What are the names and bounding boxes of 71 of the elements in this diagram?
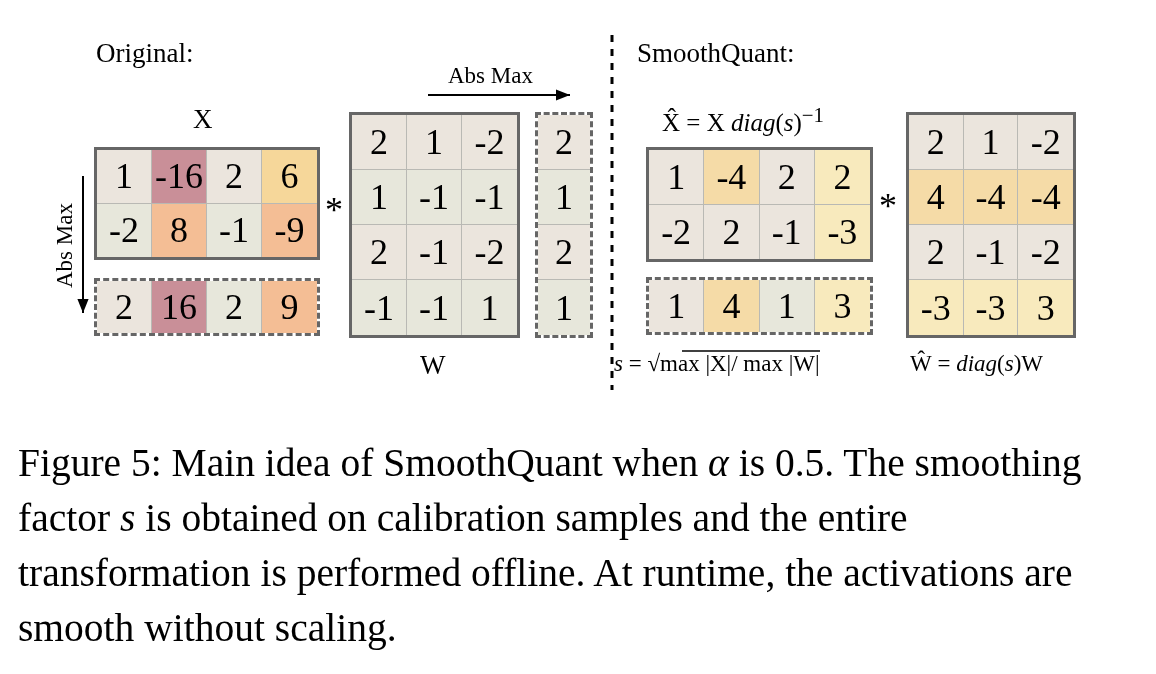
matrix-cell: 2 xyxy=(814,150,870,205)
matrix-cell: -4 xyxy=(1018,170,1073,225)
axis-label: Abs Max xyxy=(448,64,533,87)
matrix-cell: -2 xyxy=(1018,115,1073,170)
matrix-cell: 2 xyxy=(909,225,964,280)
matrix-cell: -3 xyxy=(814,204,870,259)
matrix-cell: 2 xyxy=(97,281,152,333)
matrix-cell: -4 xyxy=(704,150,760,205)
weight-matrix xyxy=(349,112,520,338)
matrix-cell: 2 xyxy=(538,225,590,280)
axis-label: Abs Max xyxy=(53,202,76,288)
scale-vector xyxy=(646,277,873,335)
matrix-cell: 1 xyxy=(538,170,590,225)
formula: X̂ = X diag(s)$^{−1}$ xyxy=(662,105,824,136)
matrix-label: W xyxy=(420,352,446,379)
formula: s = √max |X|/ max |W| xyxy=(614,352,820,375)
matrix-cell: -1 xyxy=(407,280,462,335)
matrix-cell: 1 xyxy=(649,150,705,205)
matrix-cell: -2 xyxy=(649,204,705,259)
matrix-cell: -2 xyxy=(462,115,517,170)
matrix-cell: 1 xyxy=(97,150,152,204)
matrix-cell: -4 xyxy=(963,170,1019,225)
abs-max-vector xyxy=(94,278,320,336)
abs-max-vector xyxy=(535,112,593,338)
matrix-cell: 1 xyxy=(407,115,462,170)
matrix-cell: -1 xyxy=(352,280,407,335)
matrix-cell: -1 xyxy=(407,170,462,225)
matrix-cell: 3 xyxy=(814,280,870,332)
matrix-cell: -1 xyxy=(759,204,815,259)
matrix-label: X xyxy=(193,106,213,133)
activation-matrix xyxy=(94,147,320,260)
matrix-cell: 6 xyxy=(262,150,317,204)
matrix-cell: -2 xyxy=(1018,225,1073,280)
matrix-cell: 4 xyxy=(704,280,760,332)
matrix-cell: 1 xyxy=(963,115,1019,170)
matrix-cell: 1 xyxy=(352,170,407,225)
matrix-cell: 1 xyxy=(462,280,517,335)
matrix-cell: 16 xyxy=(152,281,207,333)
matrix-cell: 9 xyxy=(262,281,317,333)
section-title: Original: xyxy=(96,40,194,67)
matrix-cell: 2 xyxy=(207,150,262,204)
matrix-cell: 1 xyxy=(759,280,815,332)
matrix-cell: -2 xyxy=(462,225,517,280)
matrix-cell: 2 xyxy=(538,115,590,170)
matrix-cell: -9 xyxy=(262,203,317,257)
matrix-cell: -2 xyxy=(97,203,152,257)
matrix-cell: -16 xyxy=(152,150,207,204)
matrix-cell: 1 xyxy=(649,280,705,332)
matrix-cell: 1 xyxy=(538,280,590,335)
multiply-sign: * xyxy=(325,192,343,228)
matrix-cell: 2 xyxy=(207,281,262,333)
multiply-sign: * xyxy=(879,188,897,224)
smoothed-weight-matrix xyxy=(906,112,1076,338)
formula: Ŵ = diag(s)W xyxy=(910,352,1044,375)
matrix-cell: 8 xyxy=(152,203,207,257)
matrix-cell: 3 xyxy=(1018,280,1073,335)
matrix-cell: 2 xyxy=(704,204,760,259)
matrix-cell: 2 xyxy=(352,115,407,170)
matrix-cell: -1 xyxy=(462,170,517,225)
matrix-cell: -1 xyxy=(207,203,262,257)
matrix-cell: -1 xyxy=(407,225,462,280)
figure-caption: Figure 5: Main idea of SmoothQuant when α is 0.5. The smoothing factor s is obtained on calibration samples and the entire transformation is performed offline. At runtime, the activations are smooth without scaling. xyxy=(18,440,1083,652)
matrix-cell: -3 xyxy=(909,280,964,335)
matrix-cell: 2 xyxy=(909,115,964,170)
matrix-cell: -3 xyxy=(963,280,1019,335)
matrix-cell: 4 xyxy=(909,170,964,225)
matrix-cell: 2 xyxy=(759,150,815,205)
matrix-cell: 2 xyxy=(352,225,407,280)
section-title: SmoothQuant: xyxy=(637,40,795,67)
smoothed-activation-matrix xyxy=(646,147,873,262)
matrix-cell: -1 xyxy=(963,225,1019,280)
